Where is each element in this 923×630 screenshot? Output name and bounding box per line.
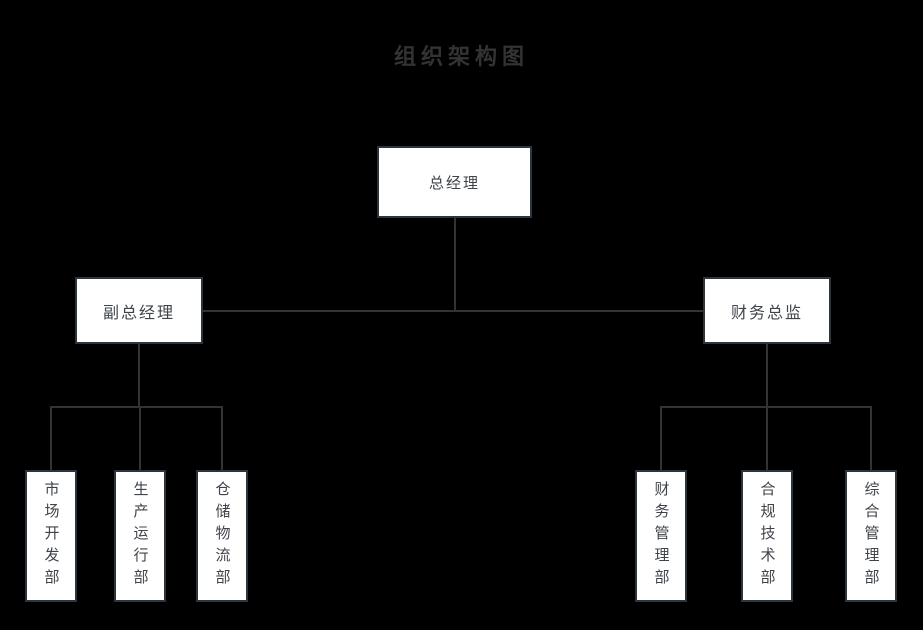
- connector-gm-down: [454, 218, 456, 312]
- connector-director-down: [766, 344, 768, 408]
- connector-deputy-down: [138, 344, 140, 408]
- connector-right-drop-2: [766, 406, 768, 470]
- node-finance-management-dept: 财务管理部: [635, 470, 687, 602]
- connector-left-drop-3: [221, 406, 223, 470]
- connector-right-drop-3: [870, 406, 872, 470]
- connector-main-horizontal: [203, 310, 703, 312]
- node-market-development-dept: 市场开发部: [25, 470, 77, 602]
- chart-title: 组织架构图: [393, 44, 529, 69]
- node-compliance-technology-dept: 合规技术部: [741, 470, 793, 602]
- connector-left-drop-1: [50, 406, 52, 470]
- connector-left-drop-2: [139, 406, 141, 470]
- node-warehouse-logistics-dept: 仓储物流部: [196, 470, 248, 602]
- node-deputy-general-manager: 副总经理: [75, 277, 203, 344]
- node-general-administration-dept: 综合管理部: [845, 470, 897, 602]
- node-finance-director: 财务总监: [703, 277, 831, 344]
- connector-right-drop-1: [660, 406, 662, 470]
- node-production-operation-dept: 生产运行部: [114, 470, 166, 602]
- connector-left-branch: [51, 406, 222, 408]
- node-general-manager: 总经理: [377, 146, 532, 218]
